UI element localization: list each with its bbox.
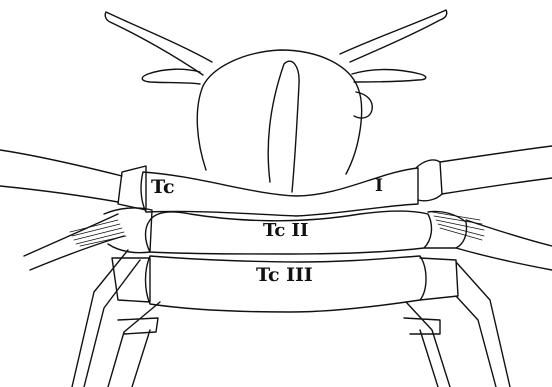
label-tc-i-prefix: Tc (151, 178, 175, 197)
median-lobe (268, 61, 299, 192)
label-tc-iii: Tc III (256, 266, 313, 285)
left-leg-i (0, 150, 122, 202)
right-leg-iv (404, 302, 450, 387)
left-leg-iv (108, 302, 160, 387)
left-antenna (105, 12, 212, 75)
left-coxa-iii (112, 258, 150, 302)
right-leg-i (440, 146, 552, 194)
label-tc-i-numeral: I (375, 178, 383, 195)
right-leg-iii (456, 262, 510, 387)
right-antenna (340, 10, 447, 62)
right-antenna-lobe (354, 92, 372, 118)
left-leg-iii (72, 250, 140, 387)
left-antenna-base (142, 69, 200, 84)
label-tc-ii: Tc II (263, 222, 308, 240)
right-antenna-base (352, 70, 426, 83)
left-coxa-ii (104, 208, 152, 253)
head-capsule (197, 50, 361, 174)
right-coxa-i (416, 160, 442, 201)
left-setae (70, 220, 126, 246)
right-setae (432, 212, 484, 240)
left-coxa-i (118, 166, 146, 210)
